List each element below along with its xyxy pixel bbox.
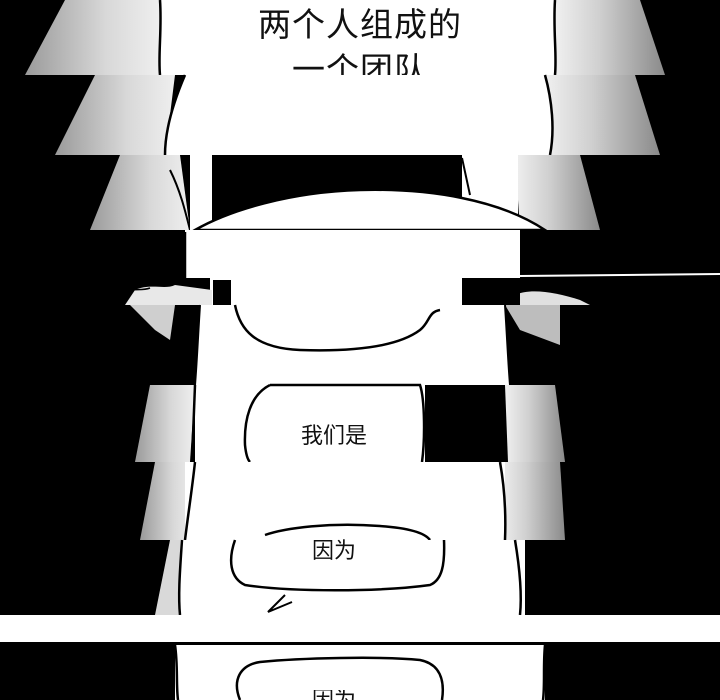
strip-4 xyxy=(119,230,720,305)
strip-3 xyxy=(90,155,600,232)
strip-8 xyxy=(155,539,525,616)
speech-bubble-3-text: 因为 xyxy=(312,690,356,700)
speech-bubble-1-text: 我们是 xyxy=(300,424,368,449)
panel-gutter xyxy=(0,615,720,642)
strip-7 xyxy=(140,461,565,541)
strip-1 xyxy=(25,0,665,76)
strip-6 xyxy=(135,383,565,463)
caption-line-2: 一个团队 xyxy=(292,53,428,75)
strip-9 xyxy=(173,644,547,700)
caption-line-1: 两个人组成的 xyxy=(258,5,462,44)
strip-5 xyxy=(130,304,560,386)
strip-2 xyxy=(55,74,660,156)
speech-bubble-2-text: 因为 xyxy=(311,539,357,564)
